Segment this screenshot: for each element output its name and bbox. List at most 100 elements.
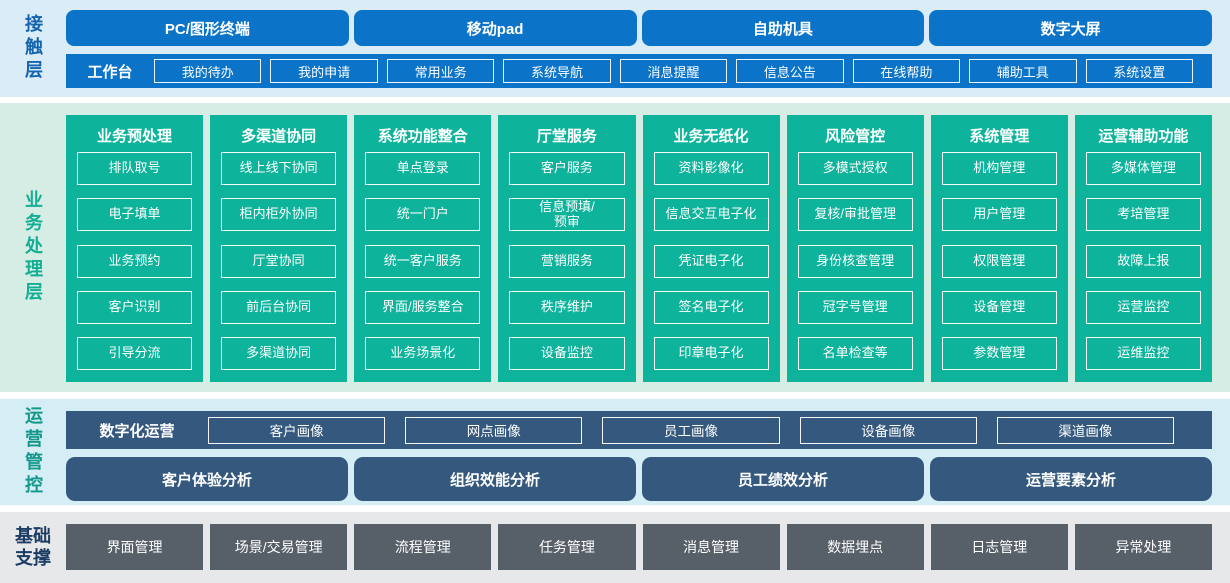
column-title: 多渠道协同 xyxy=(241,128,317,145)
column-item: 故障上报 xyxy=(1085,244,1201,278)
contact-layer-band: 接触层 PC/图形终端 移动pad 自助机具 数字大屏 工作台 我的待办 我的申… xyxy=(0,0,1230,97)
column-item: 柜内柜外协同 xyxy=(221,198,337,232)
column-items: 客户服务 信息预填/ 预审 营销服务 秩序维护 设备监控 xyxy=(509,152,625,370)
column-item: 厅堂协同 xyxy=(221,244,337,278)
workbench-item-info-notice: 信息公告 xyxy=(736,59,844,83)
profile-device: 设备画像 xyxy=(799,416,977,444)
contact-layer-label-area: 接触层 xyxy=(0,0,66,97)
foundation-ui-management: 界面管理 xyxy=(66,524,204,570)
operations-layer-band: 运营管控 数字化运营 客户画像 网点画像 员工画像 设备画像 渠道画像 客户体验… xyxy=(0,399,1230,505)
digital-operation-label: 数字化运营 xyxy=(99,422,175,440)
business-columns: 业务预处理 排队取号 电子填单 业务预约 客户识别 引导分流 多渠道协同 线上线… xyxy=(66,115,1212,382)
column-hall-service: 厅堂服务 客户服务 信息预填/ 预审 营销服务 秩序维护 设备监控 xyxy=(498,115,636,382)
column-item: 业务场景化 xyxy=(365,337,481,370)
workbench-item-system-settings: 系统设置 xyxy=(1085,59,1193,83)
analysis-employee-performance: 员工绩效分析 xyxy=(642,457,924,501)
column-item: 电子填单 xyxy=(77,198,193,232)
column-item: 统一门户 xyxy=(365,198,481,232)
workbench-item-my-application: 我的申请 xyxy=(270,59,378,83)
business-layer-label: 业务处理层 xyxy=(23,190,43,305)
terminal-pc-graphic: PC/图形终端 xyxy=(66,10,349,46)
column-item: 排队取号 xyxy=(77,152,193,185)
profile-customer: 客户画像 xyxy=(208,416,386,444)
column-item: 权限管理 xyxy=(941,244,1057,278)
column-item: 信息预填/ 预审 xyxy=(509,198,625,232)
column-title: 系统管理 xyxy=(969,128,1030,145)
terminal-mobile-pad: 移动pad xyxy=(353,10,637,46)
workbench-item-common-business: 常用业务 xyxy=(386,59,495,83)
column-risk-control: 风险管控 多模式授权 复核/审批管理 身份核查管理 冠字号管理 名单检查等 xyxy=(786,115,924,382)
column-item: 线上线下协同 xyxy=(221,152,337,185)
column-item: 名单检查等 xyxy=(797,337,913,370)
workbench-item-online-help: 在线帮助 xyxy=(852,59,961,83)
column-item: 资料影像化 xyxy=(653,152,769,185)
column-item: 客户识别 xyxy=(77,290,193,324)
column-paperless-business: 业务无纸化 资料影像化 信息交互电子化 凭证电子化 签名电子化 印章电子化 xyxy=(642,115,780,382)
foundation-layer-label-area: 基础 支撑 xyxy=(0,512,66,583)
column-item: 冠字号管理 xyxy=(797,290,913,324)
analysis-operation-elements: 运营要素分析 xyxy=(930,457,1212,501)
foundation-task-management: 任务管理 xyxy=(498,524,636,570)
foundation-layer-band: 基础 支撑 界面管理 场景/交易管理 流程管理 任务管理 消息管理 数据埋点 日… xyxy=(0,512,1230,583)
workbench-item-my-todo: 我的待办 xyxy=(154,59,262,83)
column-item: 复核/审批管理 xyxy=(797,198,913,232)
profile-branch: 网点画像 xyxy=(405,416,583,444)
analysis-customer-experience: 客户体验分析 xyxy=(66,457,348,501)
column-item: 用户管理 xyxy=(941,198,1057,232)
column-item: 前后台协同 xyxy=(221,290,337,324)
column-items: 资料影像化 信息交互电子化 凭证电子化 签名电子化 印章电子化 xyxy=(653,152,769,370)
operations-layer-label: 运营管控 xyxy=(23,406,43,498)
column-item: 设备管理 xyxy=(941,290,1057,324)
column-item: 多媒体管理 xyxy=(1085,152,1201,185)
workbench-label: 工作台 xyxy=(87,63,133,81)
column-item: 身份核查管理 xyxy=(797,244,913,278)
column-system-integration: 系统功能整合 单点登录 统一门户 统一客户服务 界面/服务整合 业务场景化 xyxy=(354,115,492,382)
foundation-row: 界面管理 场景/交易管理 流程管理 任务管理 消息管理 数据埋点 日志管理 异常… xyxy=(66,524,1212,570)
column-item: 机构管理 xyxy=(941,152,1057,185)
workbench-item-system-nav: 系统导航 xyxy=(503,59,611,83)
operations-layer-label-area: 运营管控 xyxy=(0,399,66,505)
column-item: 凭证电子化 xyxy=(653,244,769,278)
workbench-bar: 工作台 我的待办 我的申请 常用业务 系统导航 消息提醒 信息公告 在线帮助 辅… xyxy=(66,54,1212,88)
column-item: 信息交互电子化 xyxy=(653,198,769,232)
column-item: 统一客户服务 xyxy=(365,244,481,278)
column-business-preprocessing: 业务预处理 排队取号 电子填单 业务预约 客户识别 引导分流 xyxy=(66,115,204,382)
analysis-row: 客户体验分析 组织效能分析 员工绩效分析 运营要素分析 xyxy=(66,457,1212,501)
column-title: 风险管控 xyxy=(825,128,886,145)
workbench-item-aux-tools: 辅助工具 xyxy=(969,59,1077,83)
profile-employee: 员工画像 xyxy=(602,416,780,444)
column-item: 界面/服务整合 xyxy=(365,290,481,324)
column-title: 运营辅助功能 xyxy=(1098,128,1189,145)
column-item: 多渠道协同 xyxy=(221,337,337,370)
analysis-org-efficiency: 组织效能分析 xyxy=(354,457,636,501)
column-item: 多模式授权 xyxy=(797,152,913,185)
foundation-exception-handling: 异常处理 xyxy=(1074,524,1212,570)
column-item: 运营监控 xyxy=(1085,290,1201,324)
contact-layer-label: 接触层 xyxy=(23,14,43,83)
column-item: 签名电子化 xyxy=(653,290,769,324)
column-item: 单点登录 xyxy=(365,152,481,185)
column-items: 多模式授权 复核/审批管理 身份核查管理 冠字号管理 名单检查等 xyxy=(797,152,913,370)
column-items: 机构管理 用户管理 权限管理 设备管理 参数管理 xyxy=(941,152,1057,370)
column-item: 运维监控 xyxy=(1085,337,1201,370)
column-title: 业务无纸化 xyxy=(673,128,749,145)
column-item: 引导分流 xyxy=(77,337,193,370)
column-title: 业务预处理 xyxy=(97,128,173,145)
column-items: 单点登录 统一门户 统一客户服务 界面/服务整合 业务场景化 xyxy=(365,152,481,370)
column-item: 客户服务 xyxy=(509,152,625,185)
business-layer-label-area: 业务处理层 xyxy=(0,103,66,392)
foundation-data-tracking: 数据埋点 xyxy=(786,524,924,570)
terminal-row: PC/图形终端 移动pad 自助机具 数字大屏 xyxy=(66,10,1212,46)
foundation-scene-txn-management: 场景/交易管理 xyxy=(210,524,348,570)
column-title: 系统功能整合 xyxy=(377,128,468,145)
column-multichannel-collab: 多渠道协同 线上线下协同 柜内柜外协同 厅堂协同 前后台协同 多渠道协同 xyxy=(210,115,348,382)
foundation-layer-label: 基础 支撑 xyxy=(15,525,51,568)
column-item: 考培管理 xyxy=(1085,198,1201,232)
profile-channel: 渠道画像 xyxy=(996,416,1175,444)
column-items: 排队取号 电子填单 业务预约 客户识别 引导分流 xyxy=(77,152,193,370)
column-system-management: 系统管理 机构管理 用户管理 权限管理 设备管理 参数管理 xyxy=(930,115,1068,382)
column-item: 业务预约 xyxy=(77,244,193,278)
column-item: 设备监控 xyxy=(509,337,625,370)
foundation-message-management: 消息管理 xyxy=(642,524,780,570)
